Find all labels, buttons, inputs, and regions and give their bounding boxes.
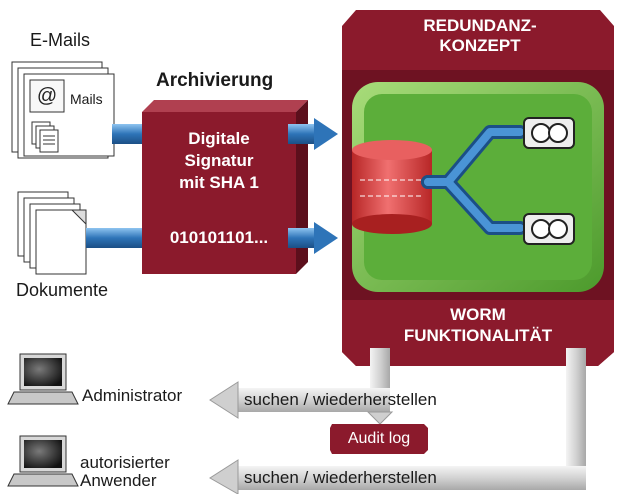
- database-drum-icon: [352, 140, 432, 234]
- archive-heading: Archivierung: [156, 70, 274, 91]
- redundancy-line: REDUNDANZ-: [423, 16, 537, 35]
- audit-log-label: Audit log: [347, 430, 411, 447]
- laptop-icon: [7, 435, 79, 487]
- signature-line: mit SHA 1: [179, 173, 259, 192]
- tape-cartridge-icon: [523, 117, 575, 149]
- branch-pipes: [421, 125, 527, 235]
- user-label: autorisierter Anwender: [80, 454, 170, 490]
- emails-stack: @: [11, 61, 115, 159]
- admin-return-pipe: [209, 348, 390, 419]
- mails-tag: Mails: [70, 91, 103, 107]
- emails-label: E-Mails: [30, 30, 91, 50]
- redundancy-label: REDUNDANZ- KONZEPT: [380, 16, 580, 56]
- user-return-pipe: [209, 348, 586, 495]
- document-stack-icon: [31, 121, 59, 153]
- signature-text: Digitale Signatur mit SHA 1: [142, 128, 296, 194]
- audit-connector: [366, 411, 394, 425]
- document-input-pipe: [86, 228, 148, 248]
- signature-output-arrow: [288, 118, 338, 150]
- tape-cartridge-icon: [523, 213, 575, 245]
- worm-label: WORM FUNKTIONALITÄT: [356, 304, 600, 346]
- email-input-pipe: [112, 124, 148, 144]
- laptop-icon: [7, 353, 79, 405]
- documents-stack: [17, 191, 87, 275]
- user-label-line: Anwender: [80, 471, 157, 490]
- worm-line: FUNKTIONALITÄT: [403, 326, 553, 345]
- user-action-label: suchen / wiederherstellen: [244, 468, 437, 487]
- redundancy-line: KONZEPT: [439, 36, 521, 55]
- bits-output-arrow: [288, 222, 338, 254]
- bits-text: 010101101...: [169, 228, 269, 247]
- audit-log-badge: [330, 424, 428, 454]
- worm-line: WORM: [450, 305, 506, 324]
- signature-line: Signatur: [184, 151, 254, 170]
- admin-label: Administrator: [82, 386, 183, 405]
- signature-line: Digitale: [188, 129, 250, 148]
- admin-action-label: suchen / wiederherstellen: [244, 390, 437, 409]
- at-sign-icon: [29, 79, 65, 113]
- svg-text:@: @: [37, 85, 57, 107]
- documents-label: Dokumente: [16, 280, 109, 300]
- user-label-line: autorisierter: [80, 453, 170, 472]
